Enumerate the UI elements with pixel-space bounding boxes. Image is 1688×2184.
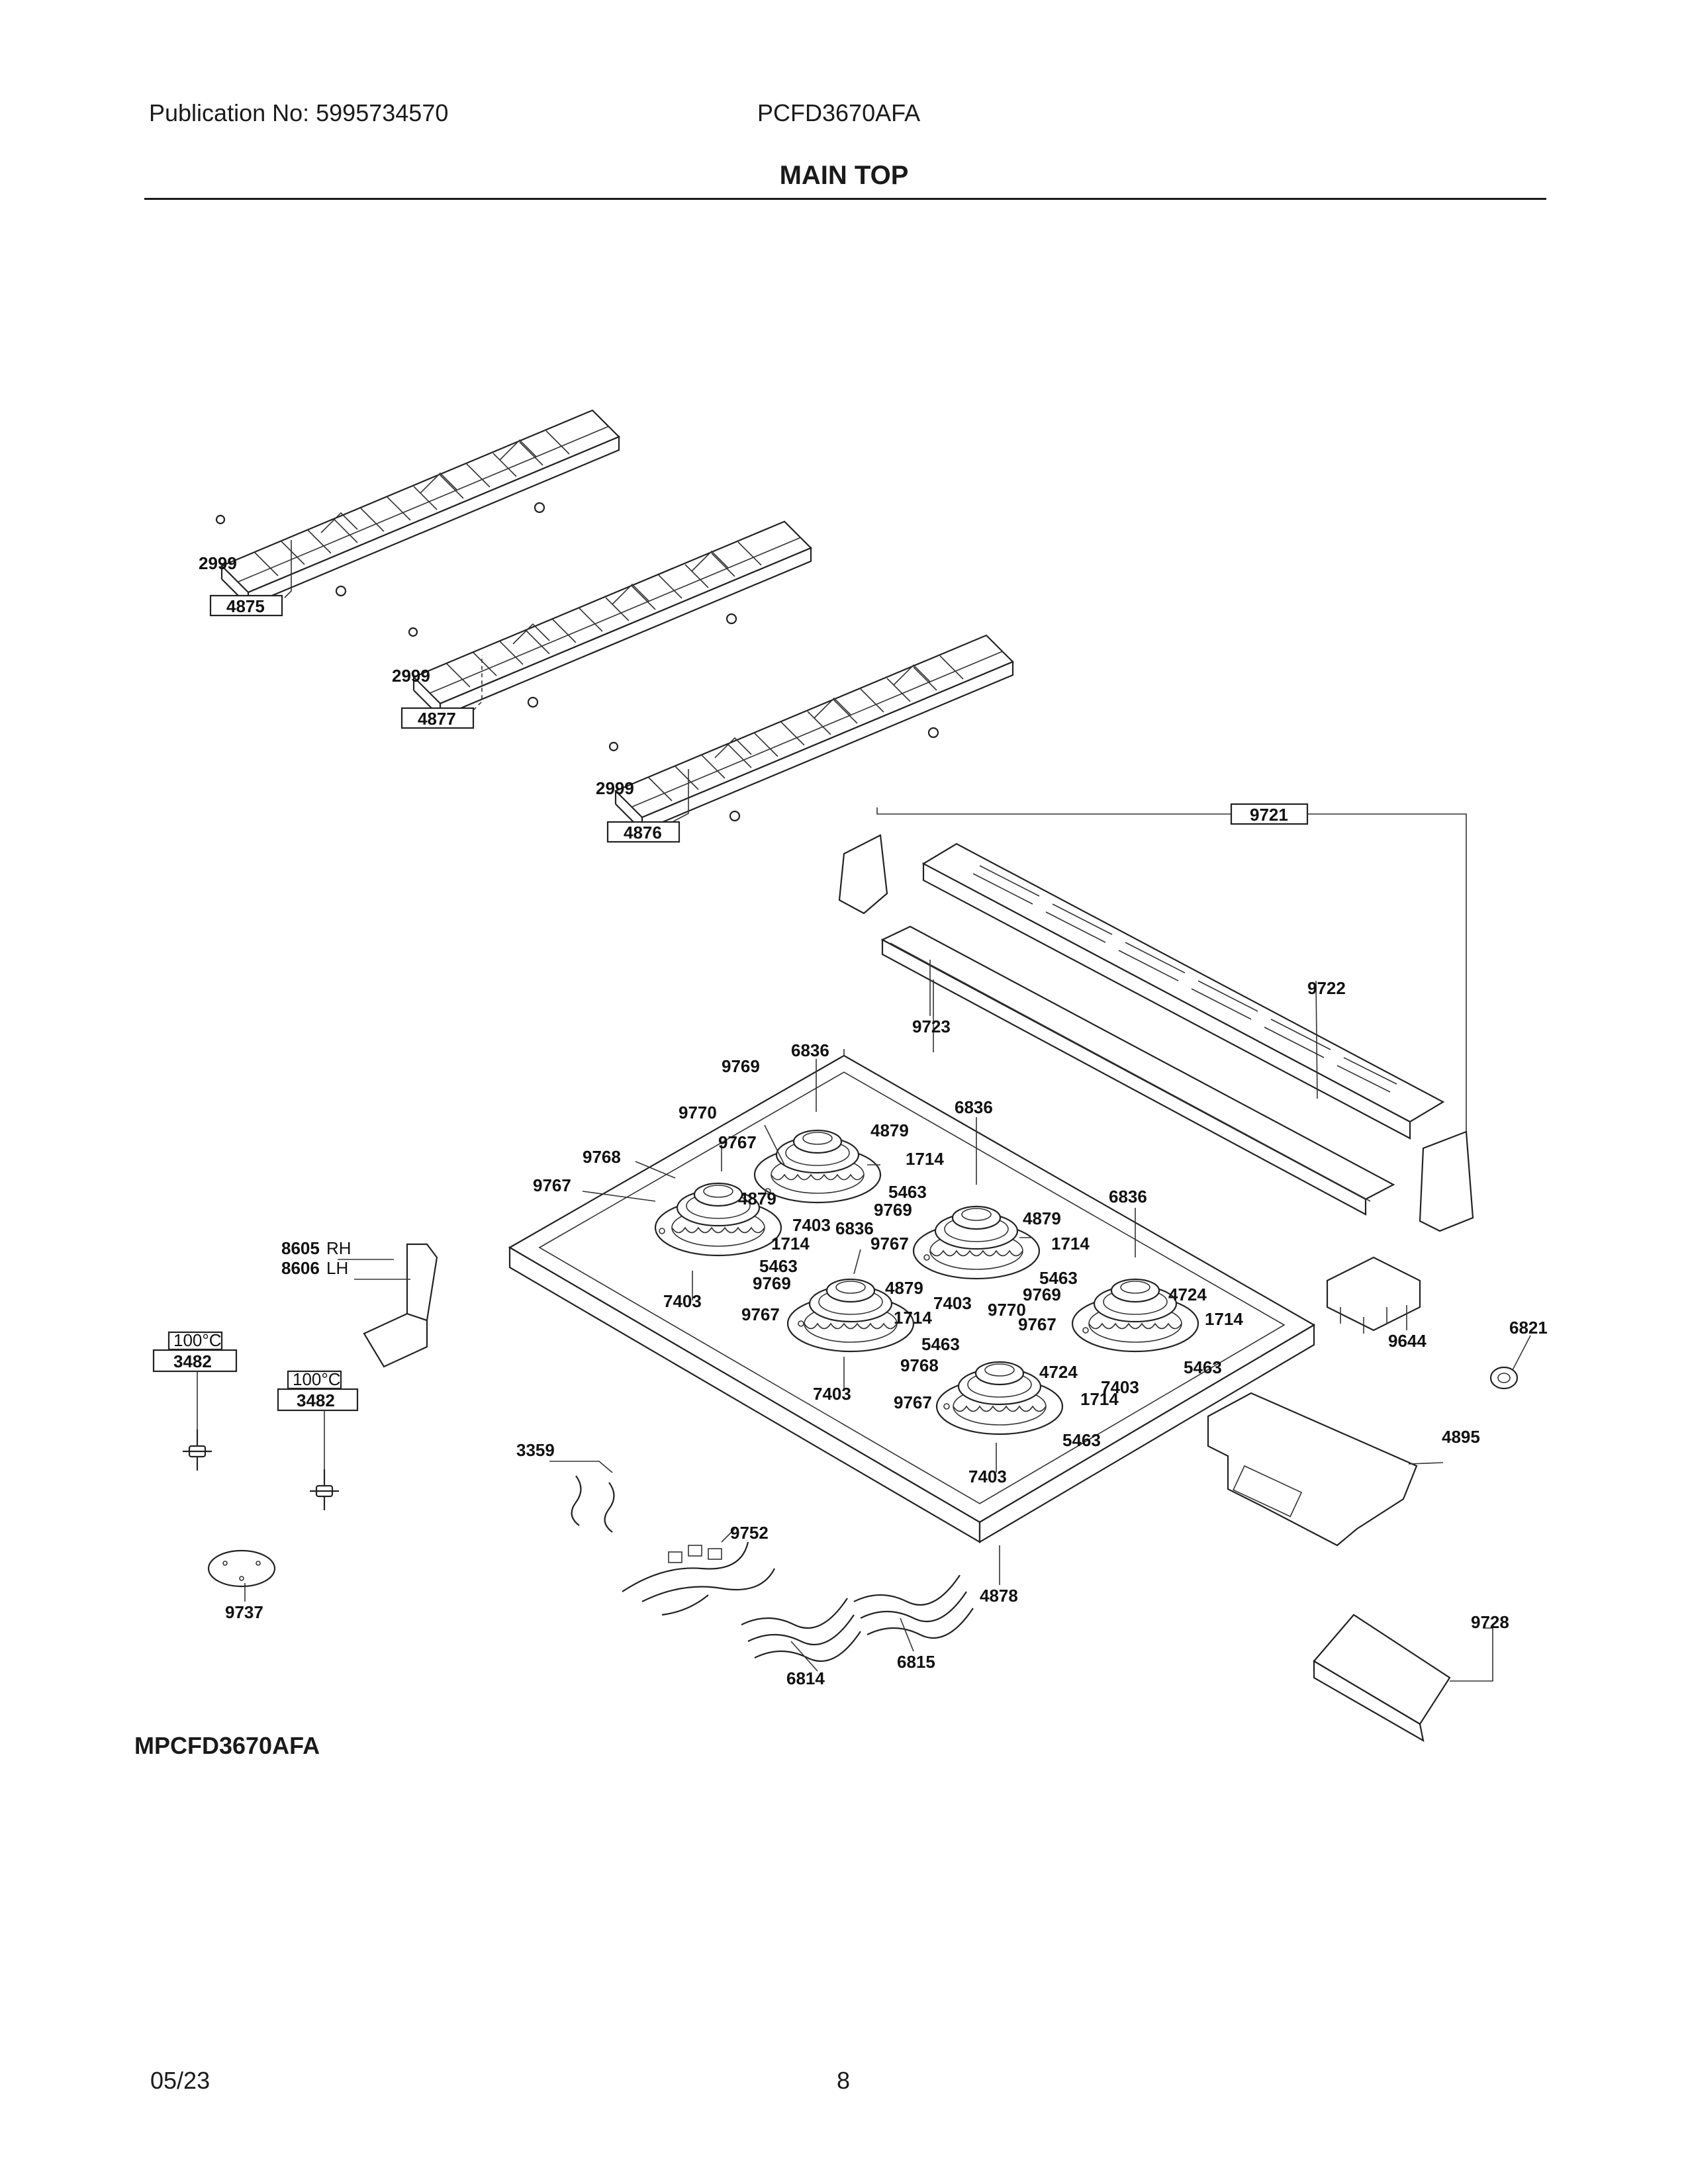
callout-1714: 1714 [1080, 1389, 1119, 1409]
callout-1714: 1714 [894, 1308, 932, 1328]
callout-9767: 9767 [533, 1175, 571, 1195]
callout-8605: 8605 [281, 1238, 320, 1258]
callout-9767: 9767 [1018, 1314, 1056, 1334]
callout-4879: 4879 [1023, 1208, 1061, 1228]
callout-9728: 9728 [1471, 1612, 1509, 1632]
callout-box [277, 1388, 359, 1412]
callout-9769: 9769 [722, 1056, 760, 1076]
callout-9768: 9768 [900, 1355, 939, 1375]
callout-2999: 2999 [596, 778, 634, 798]
callout-6836: 6836 [1109, 1187, 1147, 1206]
grate-bumper-icon [408, 627, 418, 637]
callout-3482: 3482 [297, 1390, 335, 1410]
callout-5463: 5463 [759, 1256, 798, 1276]
callout-1714: 1714 [1205, 1309, 1243, 1329]
callout-1714: 1714 [771, 1234, 810, 1253]
callout-6836: 6836 [955, 1097, 993, 1117]
callout-4877: 4877 [418, 709, 456, 729]
header-rule [144, 198, 1546, 200]
callout-lh-suffix: LH [326, 1258, 348, 1278]
callout-9767: 9767 [741, 1304, 780, 1324]
backguard-endcap-right [1419, 1130, 1474, 1232]
callout-5463: 5463 [1039, 1268, 1078, 1288]
callout-5463: 5463 [921, 1334, 960, 1354]
callout-4876: 4876 [624, 823, 662, 842]
publication-number: Publication No: 5995734570 [149, 99, 449, 126]
callout-5463: 5463 [888, 1182, 927, 1202]
callout-2999: 2999 [392, 666, 430, 686]
callout-4875: 4875 [226, 596, 265, 616]
section-title: MAIN TOP [779, 161, 909, 190]
callout-4878: 4878 [980, 1586, 1018, 1606]
callout-7403: 7403 [813, 1384, 851, 1404]
callout-4879: 4879 [885, 1278, 923, 1298]
footer-date: 05/23 [150, 2067, 211, 2094]
callout-9769: 9769 [1023, 1285, 1061, 1304]
temp-rating: 100°C [293, 1369, 341, 1389]
callout-4724: 4724 [1039, 1362, 1078, 1382]
callout-9768: 9768 [583, 1147, 621, 1167]
callout-9769: 9769 [753, 1273, 791, 1293]
grate-bumper-icon [215, 514, 226, 525]
callout-9722: 9722 [1307, 978, 1346, 998]
model-number: PCFD3670AFA [757, 99, 921, 126]
callout-rh-suffix: RH [326, 1238, 352, 1258]
callout-7403: 7403 [663, 1291, 702, 1311]
callout-6836: 6836 [791, 1040, 829, 1060]
callout-2999: 2999 [199, 553, 237, 573]
callout-1714: 1714 [1051, 1234, 1090, 1253]
callout-9767: 9767 [718, 1132, 757, 1152]
callout-4895: 4895 [1442, 1427, 1480, 1447]
callout-9644: 9644 [1388, 1331, 1427, 1351]
callout-9767: 9767 [894, 1392, 932, 1412]
page-number: 8 [837, 2067, 851, 2094]
callout-box [152, 1349, 238, 1373]
callout-9721: 9721 [1250, 805, 1288, 825]
diagram-model-number: MPCFD3670AFA [134, 1732, 320, 1759]
callout-9737: 9737 [225, 1602, 263, 1622]
callout-9770: 9770 [679, 1103, 717, 1122]
callout-7403: 7403 [792, 1215, 831, 1235]
callout-9770: 9770 [988, 1300, 1026, 1320]
callout-6814: 6814 [786, 1668, 825, 1688]
callout-6815: 6815 [897, 1652, 935, 1672]
callout-7403: 7403 [968, 1467, 1007, 1486]
callout-7403: 7403 [933, 1293, 972, 1313]
callout-8606: 8606 [281, 1258, 320, 1278]
callout-box [400, 707, 475, 729]
temp-rating: 100°C [173, 1330, 222, 1350]
temp-rating-box [287, 1370, 342, 1390]
callout-5463: 5463 [1184, 1357, 1222, 1377]
callout-box [606, 821, 680, 843]
backguard-endcap-left [838, 834, 888, 915]
callout-3482: 3482 [173, 1351, 212, 1371]
temp-rating-box [167, 1331, 223, 1351]
callout-6821: 6821 [1509, 1318, 1548, 1338]
callout-3359: 3359 [516, 1440, 555, 1460]
callout-7403: 7403 [1101, 1377, 1139, 1397]
callout-9723: 9723 [912, 1017, 951, 1036]
callout-1714: 1714 [906, 1149, 944, 1169]
callout-6836: 6836 [835, 1218, 874, 1238]
callout-box [209, 594, 283, 617]
callout-9769: 9769 [874, 1200, 912, 1220]
callout-box [1230, 803, 1309, 825]
grate-bumper-icon [608, 741, 619, 752]
callout-4724: 4724 [1168, 1285, 1207, 1304]
callout-9752: 9752 [730, 1523, 769, 1543]
callout-4879: 4879 [870, 1120, 909, 1140]
callout-5463: 5463 [1062, 1430, 1101, 1450]
callout-9767: 9767 [870, 1234, 909, 1253]
callout-4879: 4879 [738, 1189, 776, 1208]
